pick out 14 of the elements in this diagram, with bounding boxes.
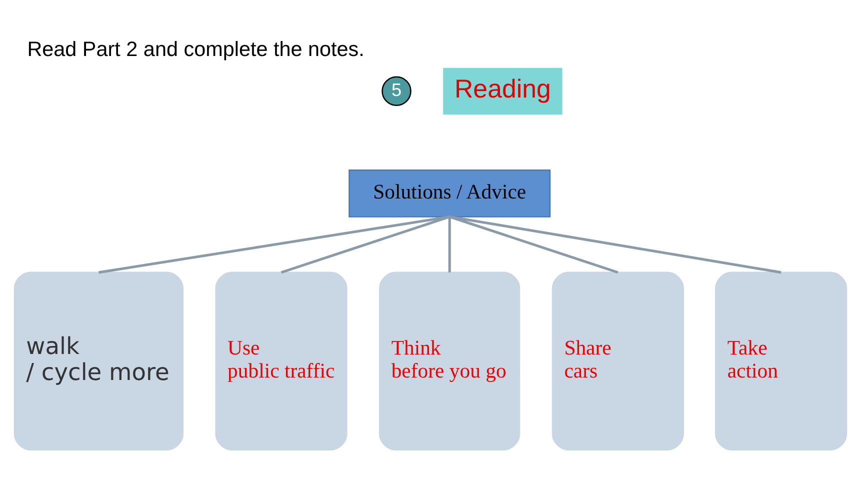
connector: [448, 216, 618, 274]
node-box: Share cars: [551, 272, 684, 450]
connector: [448, 215, 781, 274]
node-box: Solutions / Advice: [348, 169, 550, 218]
connector: [98, 215, 450, 274]
node-box: Take action: [714, 272, 847, 450]
node-box: Think before you go: [378, 272, 520, 450]
label: Reading: [454, 76, 550, 104]
label: 5: [390, 80, 402, 100]
diagram-title: Read Part 2 and complete the notes.: [26, 38, 364, 61]
node-box: Use public traffic: [214, 272, 347, 450]
connector: [448, 216, 450, 272]
connector: [280, 216, 450, 274]
node-box: walk / cycle more: [13, 272, 184, 450]
